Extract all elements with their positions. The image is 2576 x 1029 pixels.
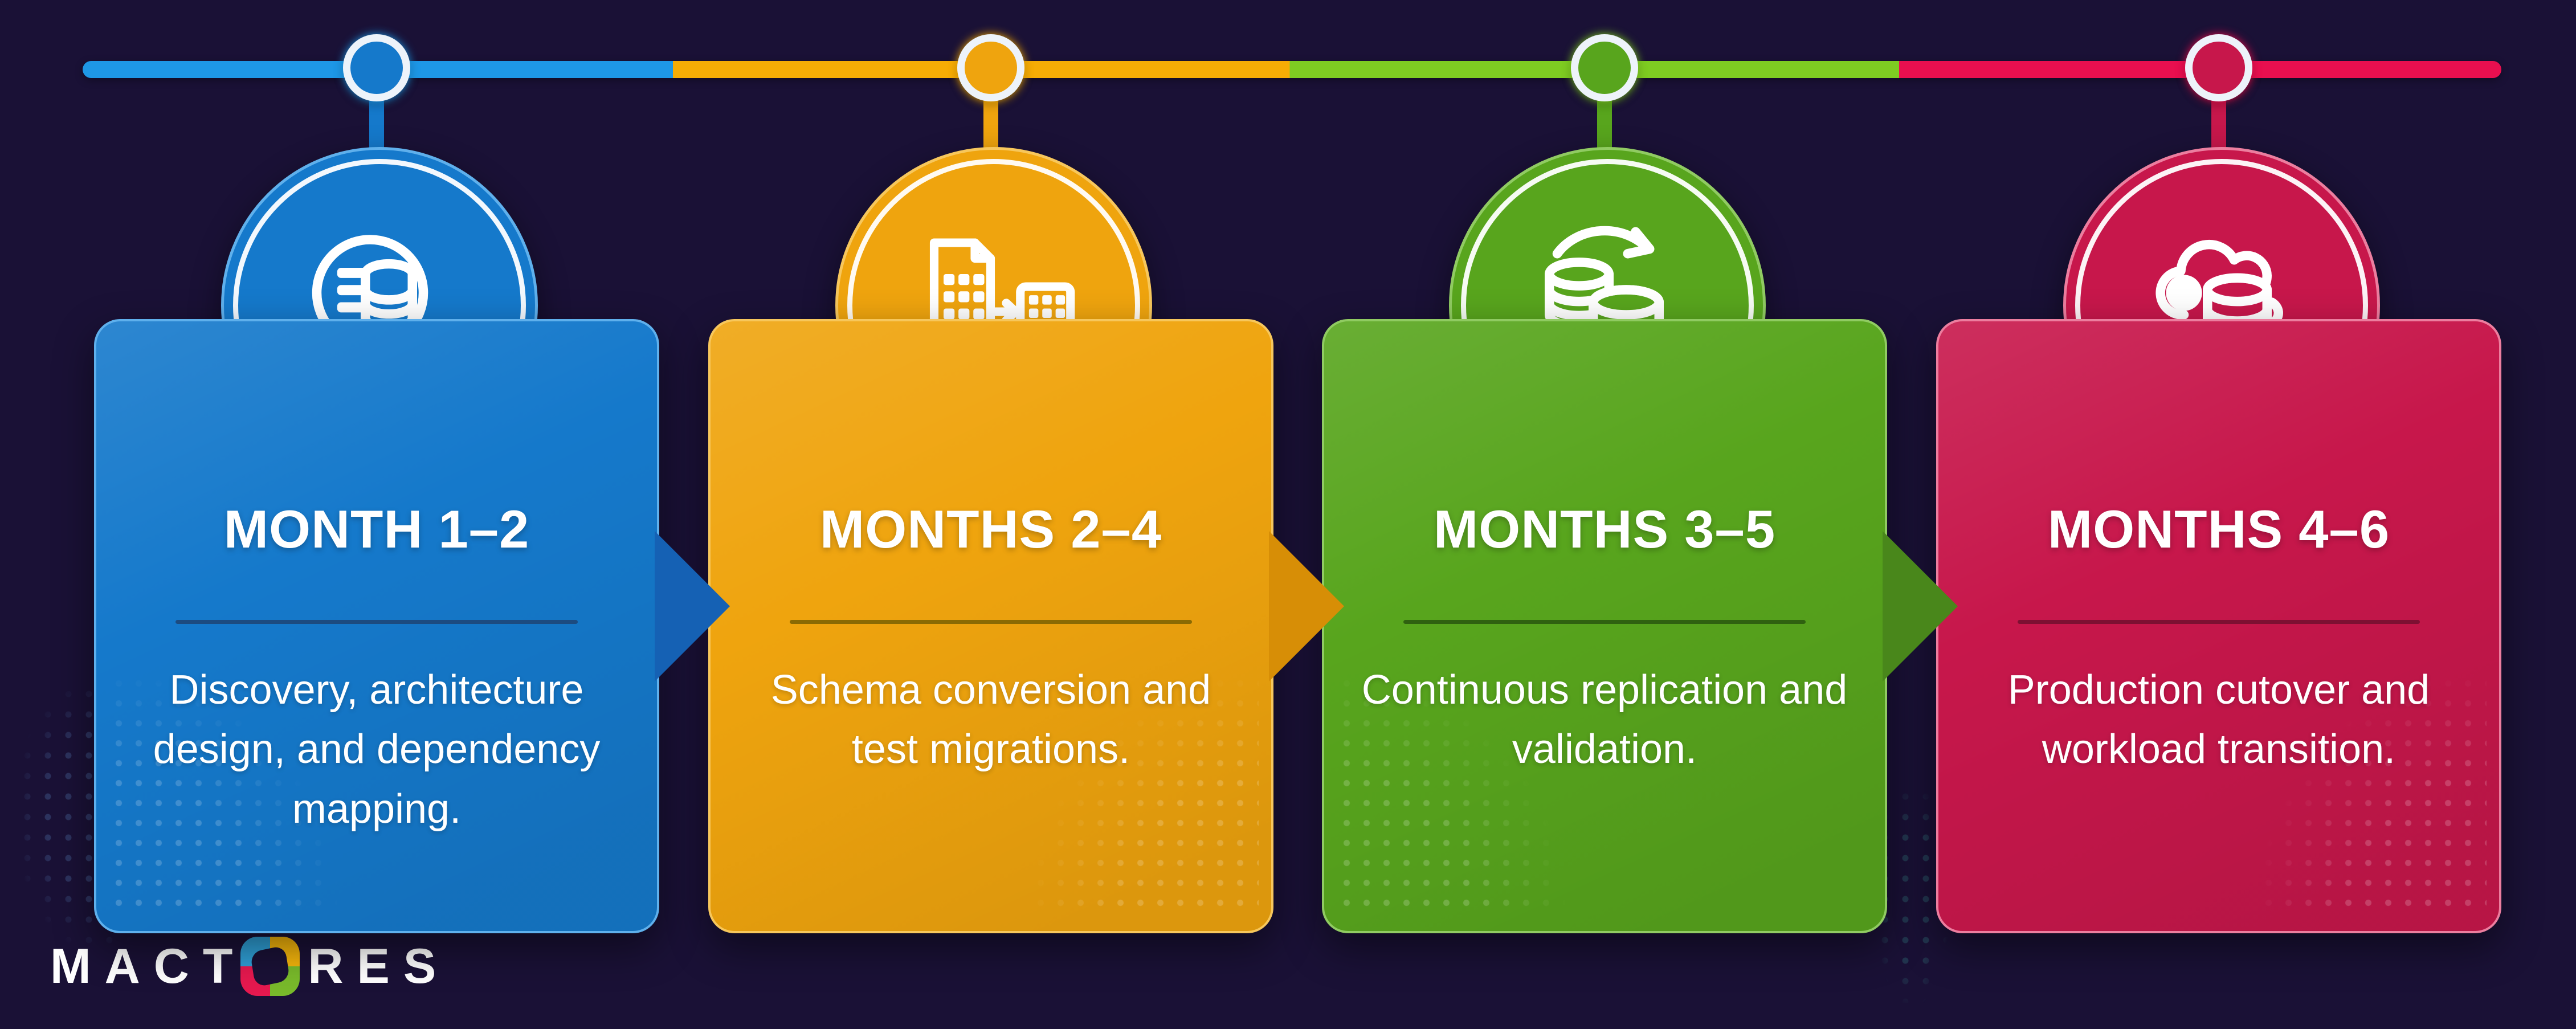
phase-description: Discovery, architecture design, and depe…: [153, 667, 601, 832]
phase-column-month-1-2: MONTH 1–2 Discovery, architecture design…: [94, 0, 730, 1029]
phase-title: MONTH 1–2: [223, 499, 530, 559]
timeline-node: [957, 34, 1024, 101]
card-divider: [790, 620, 1192, 624]
timeline-node: [343, 34, 410, 101]
logo-text-prefix: MACT: [50, 938, 247, 994]
phase-column-months-3-5: MONTHS 3–5 Continuous replication and va…: [1322, 0, 1958, 1029]
phase-column-months-4-6: MONTHS 4–6 Production cutover and worklo…: [1936, 0, 2501, 1029]
phase-card: MONTHS 3–5 Continuous replication and va…: [1322, 319, 1958, 933]
logo-text-suffix: RES: [308, 938, 450, 994]
mactores-logo-mark-icon: [240, 937, 300, 996]
phase-title: MONTHS 2–4: [819, 499, 1162, 559]
phase-column-months-2-4: MONTHS 2–4 Schema conversion and test mi…: [708, 0, 1344, 1029]
timeline-node: [1571, 34, 1638, 101]
phase-card: MONTHS 4–6 Production cutover and worklo…: [1936, 319, 2501, 933]
phase-description: Schema conversion and test migrations.: [770, 667, 1211, 773]
timeline-node: [2185, 34, 2252, 101]
card-divider: [175, 620, 578, 624]
card-divider: [1403, 620, 1806, 624]
phase-title: MONTHS 3–5: [1433, 499, 1776, 559]
timeline-bar: [83, 61, 2501, 78]
phase-description: Production cutover and workload transiti…: [2007, 667, 2430, 773]
mactores-logo: MACT RES: [50, 932, 450, 1001]
card-divider: [2018, 620, 2420, 624]
phase-card: MONTHS 2–4 Schema conversion and test mi…: [708, 319, 1344, 933]
phase-card: MONTH 1–2 Discovery, architecture design…: [94, 319, 730, 933]
phase-title: MONTHS 4–6: [2047, 499, 2390, 559]
phase-description: Continuous replication and validation.: [1361, 667, 1848, 773]
